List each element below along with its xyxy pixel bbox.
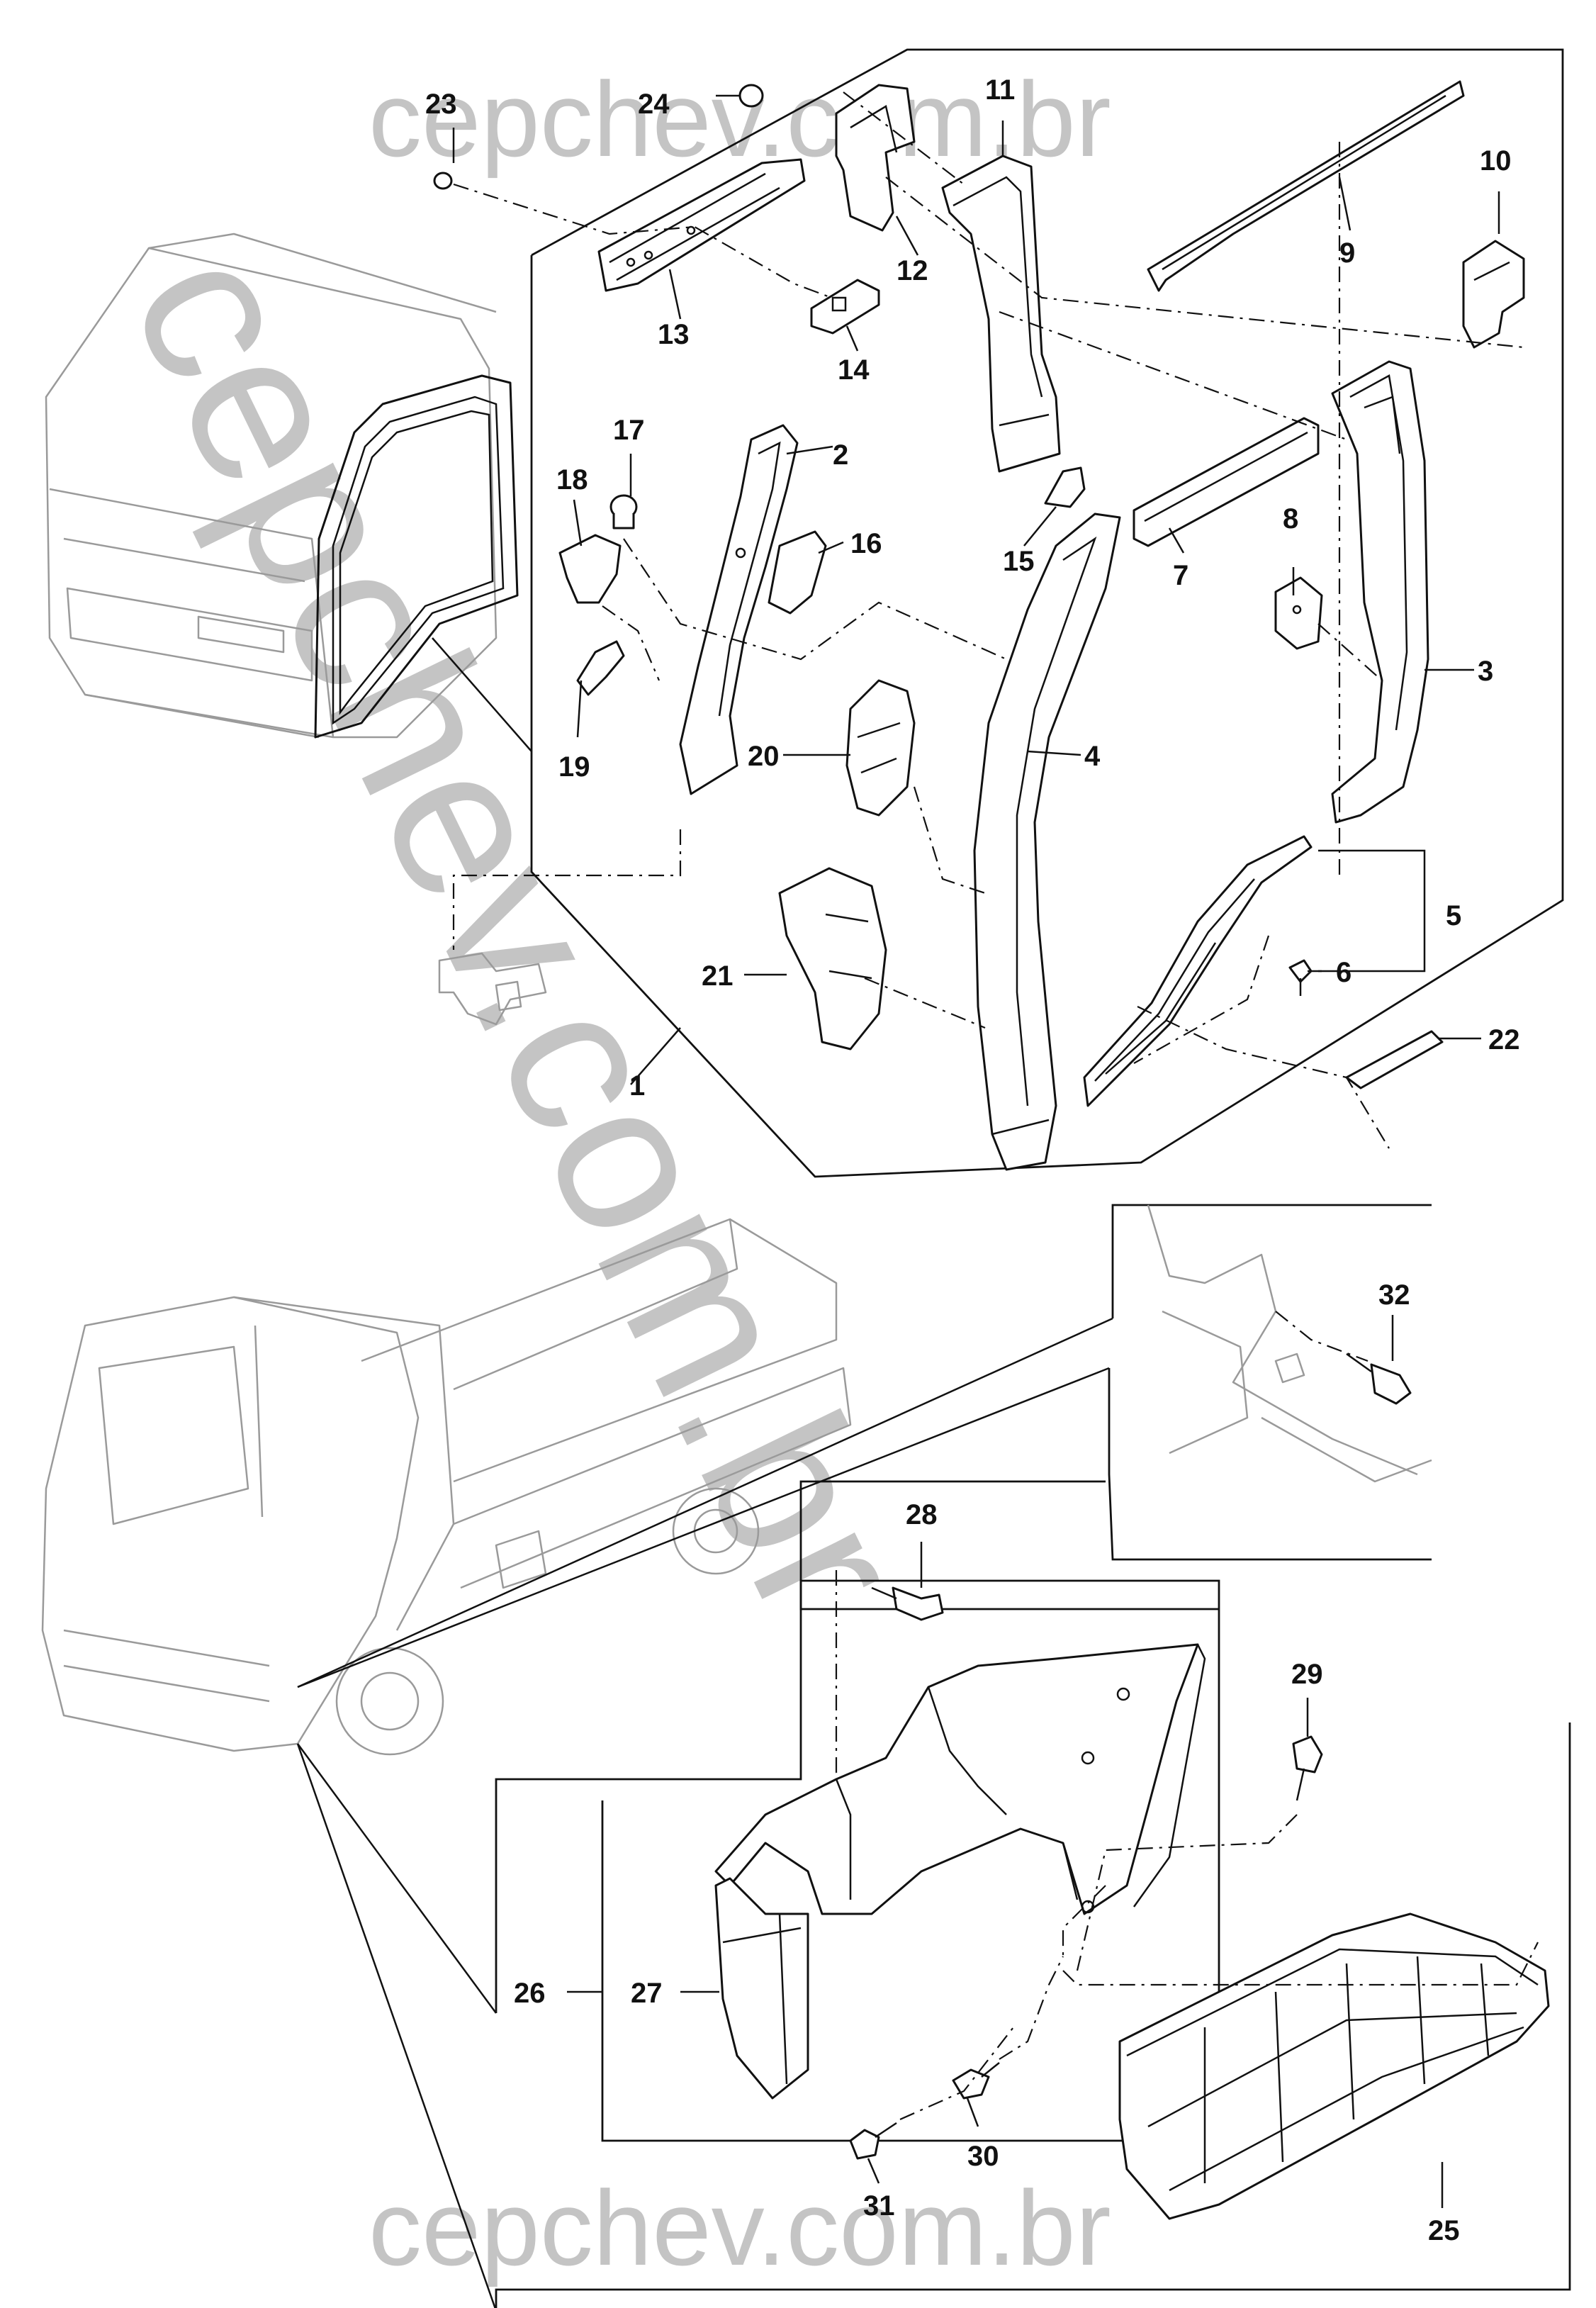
part-21-hinge-bracket bbox=[778, 867, 887, 1051]
callout-16: 16 bbox=[850, 528, 882, 559]
watermark-top: cepchev.com.br bbox=[369, 60, 1111, 179]
callout-24: 24 bbox=[638, 89, 670, 120]
part-6-screw bbox=[1288, 959, 1313, 996]
part-14-clip bbox=[810, 279, 880, 335]
callout-31: 31 bbox=[863, 2190, 895, 2222]
part-32-bolt bbox=[1275, 1311, 1412, 1405]
part-11-pillar bbox=[941, 155, 1061, 473]
callout-8: 8 bbox=[1283, 503, 1298, 534]
callout-labels: 1 2 3 4 5 6 7 8 9 10 11 12 13 14 15 16 1… bbox=[425, 74, 1520, 2246]
callout-26: 26 bbox=[514, 1978, 546, 2009]
watermark-bottom: cepchev.com.br bbox=[369, 2168, 1111, 2287]
callout-32: 32 bbox=[1378, 1279, 1410, 1311]
callout-28: 28 bbox=[906, 1499, 938, 1530]
part-20-hinge-bracket bbox=[845, 679, 916, 817]
part-3-rear-pillar bbox=[1331, 360, 1429, 824]
callout-10: 10 bbox=[1480, 145, 1512, 177]
callout-3: 3 bbox=[1478, 656, 1493, 687]
upper-frame bbox=[530, 48, 1564, 1178]
callout-21: 21 bbox=[702, 960, 734, 992]
callout-20: 20 bbox=[748, 741, 780, 772]
truck-side-view bbox=[41, 1218, 852, 1756]
part-26-27-mudguard bbox=[714, 1643, 1206, 2100]
callout-18: 18 bbox=[556, 464, 588, 495]
cab-front-view bbox=[45, 233, 498, 739]
callout-25: 25 bbox=[1428, 2215, 1460, 2246]
callout-4: 4 bbox=[1084, 741, 1101, 772]
part-29-bolt bbox=[1062, 1735, 1323, 1971]
callout-19: 19 bbox=[558, 751, 590, 783]
part-12-bracket bbox=[835, 84, 916, 232]
part-18-bracket bbox=[558, 534, 622, 604]
upper-assembly-lines bbox=[602, 91, 1524, 1149]
part-23-plug bbox=[433, 172, 453, 190]
part-13-reinforcement bbox=[597, 158, 806, 292]
callout-7: 7 bbox=[1173, 560, 1188, 591]
part-9-roof-rail bbox=[1147, 80, 1465, 292]
part-24-plug bbox=[738, 84, 764, 108]
callout-23: 23 bbox=[425, 89, 457, 120]
callout-2: 2 bbox=[833, 439, 848, 471]
part-31-screw bbox=[849, 2027, 1014, 2160]
callout-5: 5 bbox=[1446, 900, 1461, 931]
dash-23 bbox=[453, 183, 851, 306]
part-10-plate bbox=[1462, 240, 1525, 349]
callout-9: 9 bbox=[1339, 237, 1355, 269]
part-19-clip bbox=[576, 640, 625, 696]
inset-32-frame bbox=[1108, 1204, 1432, 1561]
callout-27: 27 bbox=[631, 1978, 663, 2009]
part-4-center-pillar bbox=[973, 512, 1121, 1171]
part-30-bolt bbox=[952, 1956, 1064, 2100]
part-28-bolt bbox=[835, 1570, 944, 1787]
callout-1: 1 bbox=[629, 1070, 645, 1102]
part-2-pillar-inner bbox=[679, 424, 799, 795]
callout-11: 11 bbox=[985, 74, 1015, 106]
part-22-strip bbox=[1345, 1030, 1444, 1089]
callout-29: 29 bbox=[1291, 1659, 1323, 1690]
callout-14: 14 bbox=[838, 354, 870, 386]
callout-30: 30 bbox=[967, 2141, 999, 2172]
callout-12: 12 bbox=[897, 255, 928, 286]
part-5-sill-outer bbox=[1083, 835, 1313, 1107]
lower-frames bbox=[495, 1480, 1571, 2308]
callout-15: 15 bbox=[1003, 546, 1035, 577]
cab-door-frame bbox=[314, 374, 519, 739]
part-1-ghost-bracket bbox=[438, 829, 682, 1026]
callout-13: 13 bbox=[658, 319, 690, 350]
callout-leaders bbox=[452, 94, 1500, 2208]
part-16-bracket bbox=[768, 530, 827, 615]
part-8-bracket bbox=[1274, 576, 1323, 650]
part-15-clip bbox=[1044, 466, 1086, 508]
callout-6: 6 bbox=[1336, 957, 1351, 988]
part-7-rail bbox=[1133, 417, 1320, 547]
cab-to-frame-leader bbox=[432, 637, 532, 752]
part-17-grommet bbox=[609, 494, 638, 530]
zoom-leaders bbox=[296, 1317, 1113, 2308]
part-25-step bbox=[1062, 1912, 1550, 2220]
callout-17: 17 bbox=[613, 415, 645, 446]
callout-22: 22 bbox=[1488, 1024, 1520, 1055]
